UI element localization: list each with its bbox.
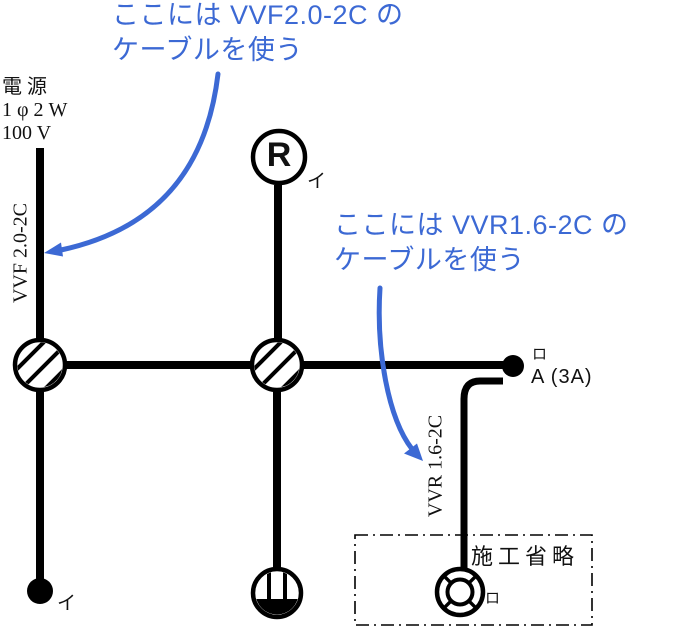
outlet-symbol bbox=[250, 566, 304, 620]
auto-switch-tag: ロ bbox=[532, 347, 548, 363]
power-source-label: 電 源 1 φ 2 W 100 V bbox=[2, 76, 67, 145]
receptacle-tag: イ bbox=[307, 171, 327, 192]
vvf-cable-label: VVF 2.0-2C bbox=[9, 202, 32, 304]
vvr-annotation-line1: ここには VVR1.6-2C の bbox=[334, 210, 629, 240]
vvr-annotation-line2: ケーブルを使う bbox=[334, 245, 525, 275]
switch-i-symbol bbox=[27, 578, 53, 604]
vvf-annotation-line1: ここには VVF2.0-2C の bbox=[112, 0, 404, 30]
power-source-voltage: 100 V bbox=[2, 122, 52, 144]
lamp-receptacle-symbol bbox=[250, 128, 308, 186]
auto-switch-rating: A (3A) bbox=[531, 366, 593, 388]
vvr-cable-wire bbox=[460, 377, 503, 570]
auto-switch-symbol bbox=[502, 355, 524, 377]
receptacle-letter: R bbox=[266, 135, 292, 174]
omitted-area-box bbox=[354, 534, 593, 626]
power-source-phase: 1 φ 2 W bbox=[2, 99, 68, 121]
vvr-annotation-arrow bbox=[376, 285, 423, 461]
switch-tag: イ bbox=[57, 593, 77, 614]
power-source-title: 電 源 bbox=[2, 76, 47, 98]
vvf-annotation-line2: ケーブルを使う bbox=[112, 35, 303, 65]
vvr-annotation: ここには VVR1.6-2C の ケーブルを使う bbox=[334, 208, 629, 278]
vvf-annotation-arrow bbox=[44, 71, 221, 257]
omitted-box-label: 施工省略 bbox=[471, 544, 580, 569]
vvr-cable-label: VVR 1.6-2C bbox=[424, 414, 447, 518]
ceiling-rose-tag: ロ bbox=[485, 591, 501, 607]
ceiling-rose-symbol bbox=[434, 566, 486, 618]
vvf-annotation: ここには VVF2.0-2C の ケーブルを使う bbox=[112, 0, 404, 68]
